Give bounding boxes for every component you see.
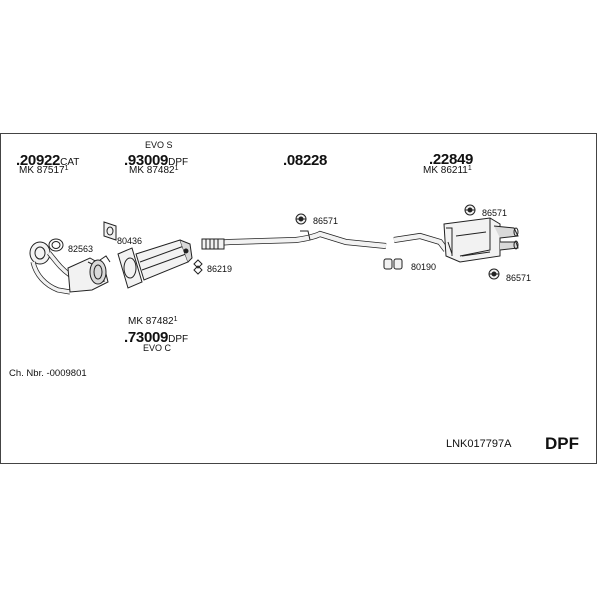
caption-evo-c: EVO C (143, 343, 172, 353)
mk-dpf: MK 874821 (129, 165, 179, 176)
hanger-86571-c (488, 268, 500, 280)
rear-silencer (393, 217, 519, 263)
part-number-rear-silencer: .22849 (429, 151, 474, 168)
part-number-middle-pipe: .08228 (283, 152, 328, 169)
label-80436: 80436 (117, 236, 143, 246)
caption-evo-s: EVO S (145, 140, 173, 150)
label-86571-c: 86571 (506, 273, 532, 283)
label-80190: 80190 (411, 262, 437, 272)
hanger-86571-b (464, 204, 476, 216)
label-86219: 86219 (207, 264, 233, 274)
label-82563: 82563 (68, 244, 94, 254)
kit-code: LNK017797A (446, 438, 512, 450)
part-number-catalyst: .20922CAT (16, 152, 80, 169)
middle-pipe (201, 230, 387, 250)
mk-dpf-alt: MK 874821 (128, 316, 178, 327)
part-number-dpf: .93009DPF (124, 152, 189, 169)
chassis-number: Ch. Nbr. -0009801 (9, 368, 87, 379)
part-number-dpf-alt: .73009DPF (124, 329, 189, 346)
gasket-82563 (48, 238, 64, 252)
label-86571-a: 86571 (313, 216, 339, 226)
diagram-frame (0, 133, 597, 464)
front-pipe-catalyst (29, 241, 111, 295)
gasket-80436 (103, 221, 117, 241)
clamp-80190 (383, 258, 403, 270)
mk-catalyst: MK 875171 (19, 165, 69, 176)
label-86571-b: 86571 (482, 208, 508, 218)
type-badge: DPF (545, 434, 579, 453)
clamp-86219 (193, 259, 203, 275)
mk-rear-silencer: MK 862111 (423, 165, 472, 176)
dpf-unit (117, 239, 193, 289)
hanger-86571-a (295, 213, 307, 225)
